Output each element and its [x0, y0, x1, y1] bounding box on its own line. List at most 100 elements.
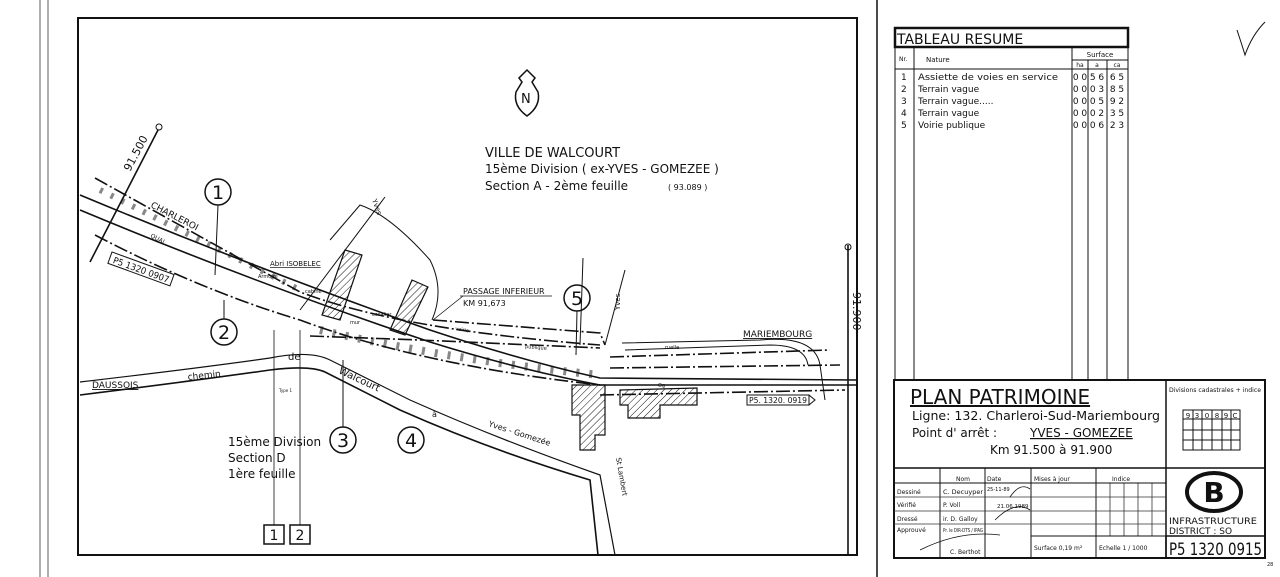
- svg-text:KM 91,673: KM 91,673: [463, 299, 506, 308]
- svg-text:9 2: 9 2: [1110, 97, 1124, 107]
- parcel-marker-4[interactable]: 4: [397, 426, 425, 454]
- svg-text:INFRASTRUCTURE: INFRASTRUCTURE: [1169, 517, 1257, 527]
- svg-text:ha: ha: [1076, 62, 1084, 69]
- plan-km: Km 91.500 à 91.900: [990, 443, 1112, 457]
- svg-text:Yves: Yves: [614, 293, 622, 311]
- svg-text:P. Voll: P. Voll: [943, 502, 960, 509]
- building: [571, 384, 606, 451]
- svg-text:Echelle 1 / 1000: Echelle 1 / 1000: [1099, 545, 1148, 552]
- map-section-ref: ( 93.089 ): [668, 183, 707, 192]
- svg-text:St Lambert: St Lambert: [614, 457, 629, 497]
- svg-text:Dressé: Dressé: [897, 516, 918, 523]
- svg-text:0 0: 0 0: [1073, 85, 1088, 95]
- svg-text:0: 0: [1205, 412, 1209, 420]
- division-d-line2: Section D: [228, 451, 286, 465]
- svg-text:cabine: cabine: [305, 289, 322, 295]
- svg-text:3 5: 3 5: [1110, 109, 1124, 119]
- svg-text:5: 5: [571, 288, 583, 310]
- svg-text:voirie: voirie: [455, 326, 470, 334]
- svg-text:0 0: 0 0: [1073, 121, 1088, 131]
- svg-text:0 2: 0 2: [1090, 109, 1104, 119]
- svg-text:Surface 0,19 m²: Surface 0,19 m²: [1034, 545, 1083, 552]
- svg-text:ca: ca: [1114, 62, 1121, 69]
- division-d-line3: 1ère feuille: [228, 467, 295, 481]
- building: [321, 249, 363, 321]
- parcel-marker-3[interactable]: 3: [329, 360, 357, 454]
- svg-text:3: 3: [901, 97, 907, 107]
- parcel-marker-2[interactable]: 2: [210, 300, 238, 346]
- svg-text:2: 2: [296, 528, 305, 544]
- svg-text:P5. 1320. 0919: P5. 1320. 0919: [749, 396, 807, 405]
- svg-text:1: 1: [901, 73, 907, 83]
- svg-text:0 0: 0 0: [1073, 109, 1088, 119]
- svg-text:Yves - Gomezée: Yves - Gomezée: [486, 418, 551, 448]
- table-row: 4 Terrain vague 0 0 0 2 3 5: [901, 109, 1124, 119]
- table-row: 2 Terrain vague 0 0 0 3 8 5: [901, 85, 1124, 95]
- parcel-marker-5[interactable]: 5: [563, 284, 591, 356]
- svg-text:6 5: 6 5: [1110, 73, 1124, 83]
- svg-text:0 3: 0 3: [1090, 85, 1104, 95]
- svg-text:Armoire: Armoire: [258, 274, 278, 280]
- svg-text:TABLEAU RESUME: TABLEAU RESUME: [896, 32, 1023, 48]
- map-title: VILLE DE WALCOURT: [485, 146, 620, 161]
- svg-text:Nr.: Nr.: [899, 56, 907, 63]
- svg-text:2: 2: [218, 322, 230, 344]
- roads: [79, 196, 826, 556]
- table-row: 3 Terrain vague..... 0 0 0 5 9 2: [901, 97, 1124, 107]
- svg-text:Terrain vague: Terrain vague: [917, 85, 980, 95]
- svg-text:B: B: [1203, 476, 1224, 509]
- building: [389, 279, 429, 336]
- svg-text:Nature: Nature: [926, 56, 950, 64]
- box-2: [289, 524, 311, 545]
- svg-text:P5 1320 0907: P5 1320 0907: [111, 256, 170, 286]
- svg-text:ir. D. Galloy: ir. D. Galloy: [943, 516, 978, 523]
- svg-text:mur: mur: [350, 320, 361, 326]
- svg-text:3: 3: [337, 430, 349, 452]
- svg-text:3: 3: [1195, 412, 1199, 420]
- svg-text:Terrain vague.....: Terrain vague.....: [917, 97, 993, 107]
- km-end-label: 91.900: [850, 292, 863, 331]
- svg-text:DAUSSOIS: DAUSSOIS: [92, 381, 139, 391]
- table-row: 5 Voirie publique 0 0 0 6 2 3: [901, 121, 1124, 131]
- svg-text:8 5: 8 5: [1110, 85, 1124, 95]
- svg-text:ruelle: ruelle: [665, 345, 679, 351]
- svg-text:C: C: [1233, 412, 1238, 420]
- building: [619, 387, 698, 419]
- svg-text:5 6: 5 6: [1090, 73, 1105, 83]
- svg-text:Approuvé: Approuvé: [897, 527, 926, 534]
- svg-text:Pr. le DIR-DTS / IPAG: Pr. le DIR-DTS / IPAG: [943, 528, 983, 534]
- cadastral-label: Divisions cadastrales + indice: [1169, 387, 1261, 394]
- svg-text:25-11-89: 25-11-89: [987, 487, 1010, 493]
- map-frame: [77, 17, 858, 556]
- svg-text:Nom: Nom: [956, 476, 970, 483]
- svg-text:Terrain vague: Terrain vague: [917, 109, 980, 119]
- svg-text:4: 4: [901, 109, 907, 119]
- point-arret-value: YVES - GOMEZEE: [1029, 426, 1133, 440]
- svg-text:PASSAGE INFERIEUR: PASSAGE INFERIEUR: [463, 287, 545, 296]
- north-arrow-icon: N: [514, 68, 540, 117]
- parcel-marker-1[interactable]: 1: [204, 178, 232, 276]
- svg-text:publique: publique: [525, 344, 547, 352]
- map-labels: CHARLEROI QUAI P5 1320 0907 Abri ISOBELE…: [92, 197, 816, 525]
- svg-text:C. Berthot: C. Berthot: [950, 549, 981, 556]
- box-1: [263, 524, 285, 545]
- plan-number: P5 1320 0915: [1169, 540, 1262, 560]
- map-division: 15ème Division ( ex-YVES - GOMEZEE ): [485, 162, 719, 176]
- svg-text:Date: Date: [987, 476, 1002, 483]
- sncb-logo: B: [1185, 471, 1243, 513]
- svg-text:chemin: chemin: [187, 370, 221, 383]
- svg-text:MARIEMBOURG: MARIEMBOURG: [743, 330, 812, 340]
- svg-text:Yves: Yves: [370, 197, 384, 216]
- svg-text:9: 9: [1186, 412, 1190, 420]
- plan-ligne: Ligne: 132. Charleroi-Sud-Mariembourg: [912, 409, 1160, 423]
- svg-text:QUAI: QUAI: [149, 233, 166, 246]
- svg-text:Abri ISOBELEC: Abri ISOBELEC: [270, 260, 321, 268]
- svg-text:Assiette de voies en service: Assiette de voies en service: [918, 73, 1059, 83]
- signatures: [919, 486, 1031, 551]
- svg-text:de: de: [288, 352, 301, 363]
- svg-text:1: 1: [270, 528, 279, 544]
- svg-text:à: à: [432, 410, 437, 419]
- svg-text:0 5: 0 5: [1090, 97, 1104, 107]
- check-mark-icon: [1236, 21, 1266, 57]
